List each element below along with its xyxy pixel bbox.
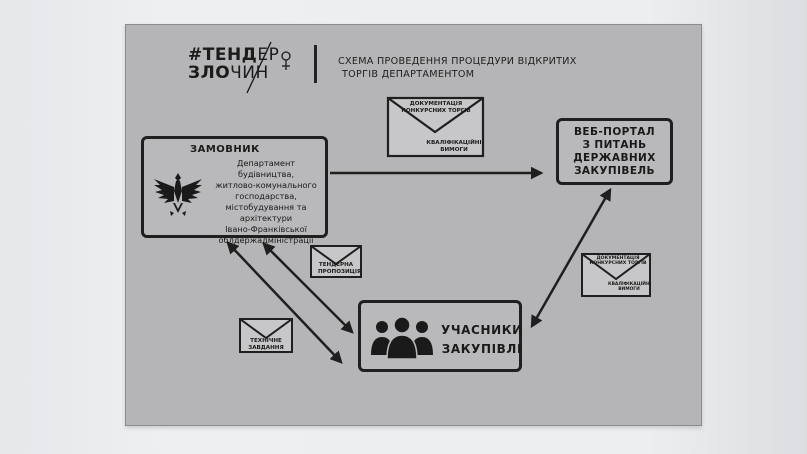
participants-line: ЗАКУПІВЛІ bbox=[441, 342, 523, 356]
envelope-icon bbox=[581, 253, 651, 297]
customer-line: архітектури bbox=[239, 213, 293, 223]
customer-box: ЗАМОВНИК Департамент будівництва, житлов… bbox=[141, 136, 328, 245]
envelope-icon bbox=[386, 96, 485, 158]
envelope-text: КОНКУРСНИХ ТОРГІВ bbox=[589, 261, 647, 267]
envelope-text: КВАЛІФІКАЦІЙНІ bbox=[426, 140, 482, 146]
customer-line: Департамент будівництва, bbox=[236, 158, 296, 179]
title-line1: СХЕМА ПРОВЕДЕННЯ ПРОЦЕДУРИ ВІДКРИТИХ bbox=[338, 56, 577, 67]
envelope-label-tender-proposal: ТЕНДЕРНА ПРОПОЗИЦІЯ bbox=[318, 262, 362, 275]
envelope-label-technical-task: ТЕХНІЧНЕ ЗАВДАННЯ bbox=[248, 338, 284, 351]
envelope-icon bbox=[310, 245, 362, 278]
envelope-text: ДОКУМЕНТАЦІЯ bbox=[409, 101, 463, 107]
portal-line: З ПИТАНЬ bbox=[582, 138, 647, 151]
customer-line: Івано-Франківської bbox=[225, 224, 307, 234]
envelope-text: ЗАВДАННЯ bbox=[248, 344, 284, 351]
title-line2: ТОРГІВ ДЕПАРТАМЕНТОМ bbox=[342, 69, 475, 80]
envelope-label-documentation: ДОКУМЕНТАЦІЯ КОНКУРСНИХ ТОРГІВ bbox=[396, 101, 476, 114]
portal-line: ЗАКУПІВЕЛЬ bbox=[574, 164, 655, 177]
envelope-text: КВАЛІФІКАЦІЙНІ bbox=[608, 282, 652, 287]
arrow-portal-participants bbox=[530, 187, 612, 329]
envelope-label-documentation-right: ДОКУМЕНТАЦІЯ КОНКУРСНИХ ТОРГІВ bbox=[588, 256, 648, 267]
logo-line1-bold: #ТЕНД bbox=[188, 45, 258, 65]
envelope-text: ДОКУМЕНТАЦІЯ bbox=[596, 256, 640, 261]
arrow-customer-participants-2 bbox=[262, 242, 354, 334]
customer-line: містобудування та bbox=[225, 202, 307, 212]
envelope-text: КОНКУРСНИХ ТОРГІВ bbox=[401, 107, 471, 114]
envelope-text: ПРОПОЗИЦІЯ bbox=[318, 268, 362, 275]
participants-line: УЧАСНИКИ bbox=[441, 323, 523, 337]
envelope-label-requirements: КВАЛІФІКАЦІЙНІ ВИМОГИ bbox=[426, 140, 482, 153]
logo-line2-bold: ЗЛО bbox=[188, 63, 231, 83]
portal-line: ВЕБ-ПОРТАЛ bbox=[574, 125, 655, 138]
diagram-title: СХЕМА ПРОВЕДЕННЯ ПРОЦЕДУРИ ВІДКРИТИХ ТОР… bbox=[338, 55, 598, 81]
header-divider bbox=[314, 45, 317, 83]
envelope-text: ВИМОГИ bbox=[618, 287, 640, 293]
envelope-text: ТЕНДЕРНА bbox=[318, 262, 354, 268]
customer-line: житлово-комунального bbox=[215, 180, 317, 190]
procurement-portal-box: ВЕБ-ПОРТАЛ З ПИТАНЬ ДЕРЖАВНИХ ЗАКУПІВЕЛЬ bbox=[556, 118, 673, 185]
participants-label: УЧАСНИКИ ЗАКУПІВЛІ bbox=[441, 321, 523, 359]
envelope-text: ВИМОГИ bbox=[440, 146, 468, 153]
customer-description: Департамент будівництва, житлово-комунал… bbox=[208, 158, 324, 246]
envelope-text: ТЕХНІЧНЕ bbox=[250, 338, 282, 344]
customer-line: господарства, bbox=[235, 191, 297, 201]
envelope-label-requirements-right: КВАЛІФІКАЦІЙНІ ВИМОГИ bbox=[608, 282, 652, 293]
people-group-icon bbox=[371, 316, 433, 360]
customer-line: облдержадміністрації bbox=[218, 235, 314, 245]
portal-line: ДЕРЖАВНИХ bbox=[573, 151, 656, 164]
customer-title: ЗАМОВНИК bbox=[190, 144, 260, 155]
eagle-icon bbox=[154, 173, 202, 216]
envelope-icon bbox=[239, 318, 293, 353]
portal-label: ВЕБ-ПОРТАЛ З ПИТАНЬ ДЕРЖАВНИХ ЗАКУПІВЕЛЬ bbox=[573, 126, 655, 178]
participants-box: УЧАСНИКИ ЗАКУПІВЛІ bbox=[358, 300, 522, 372]
